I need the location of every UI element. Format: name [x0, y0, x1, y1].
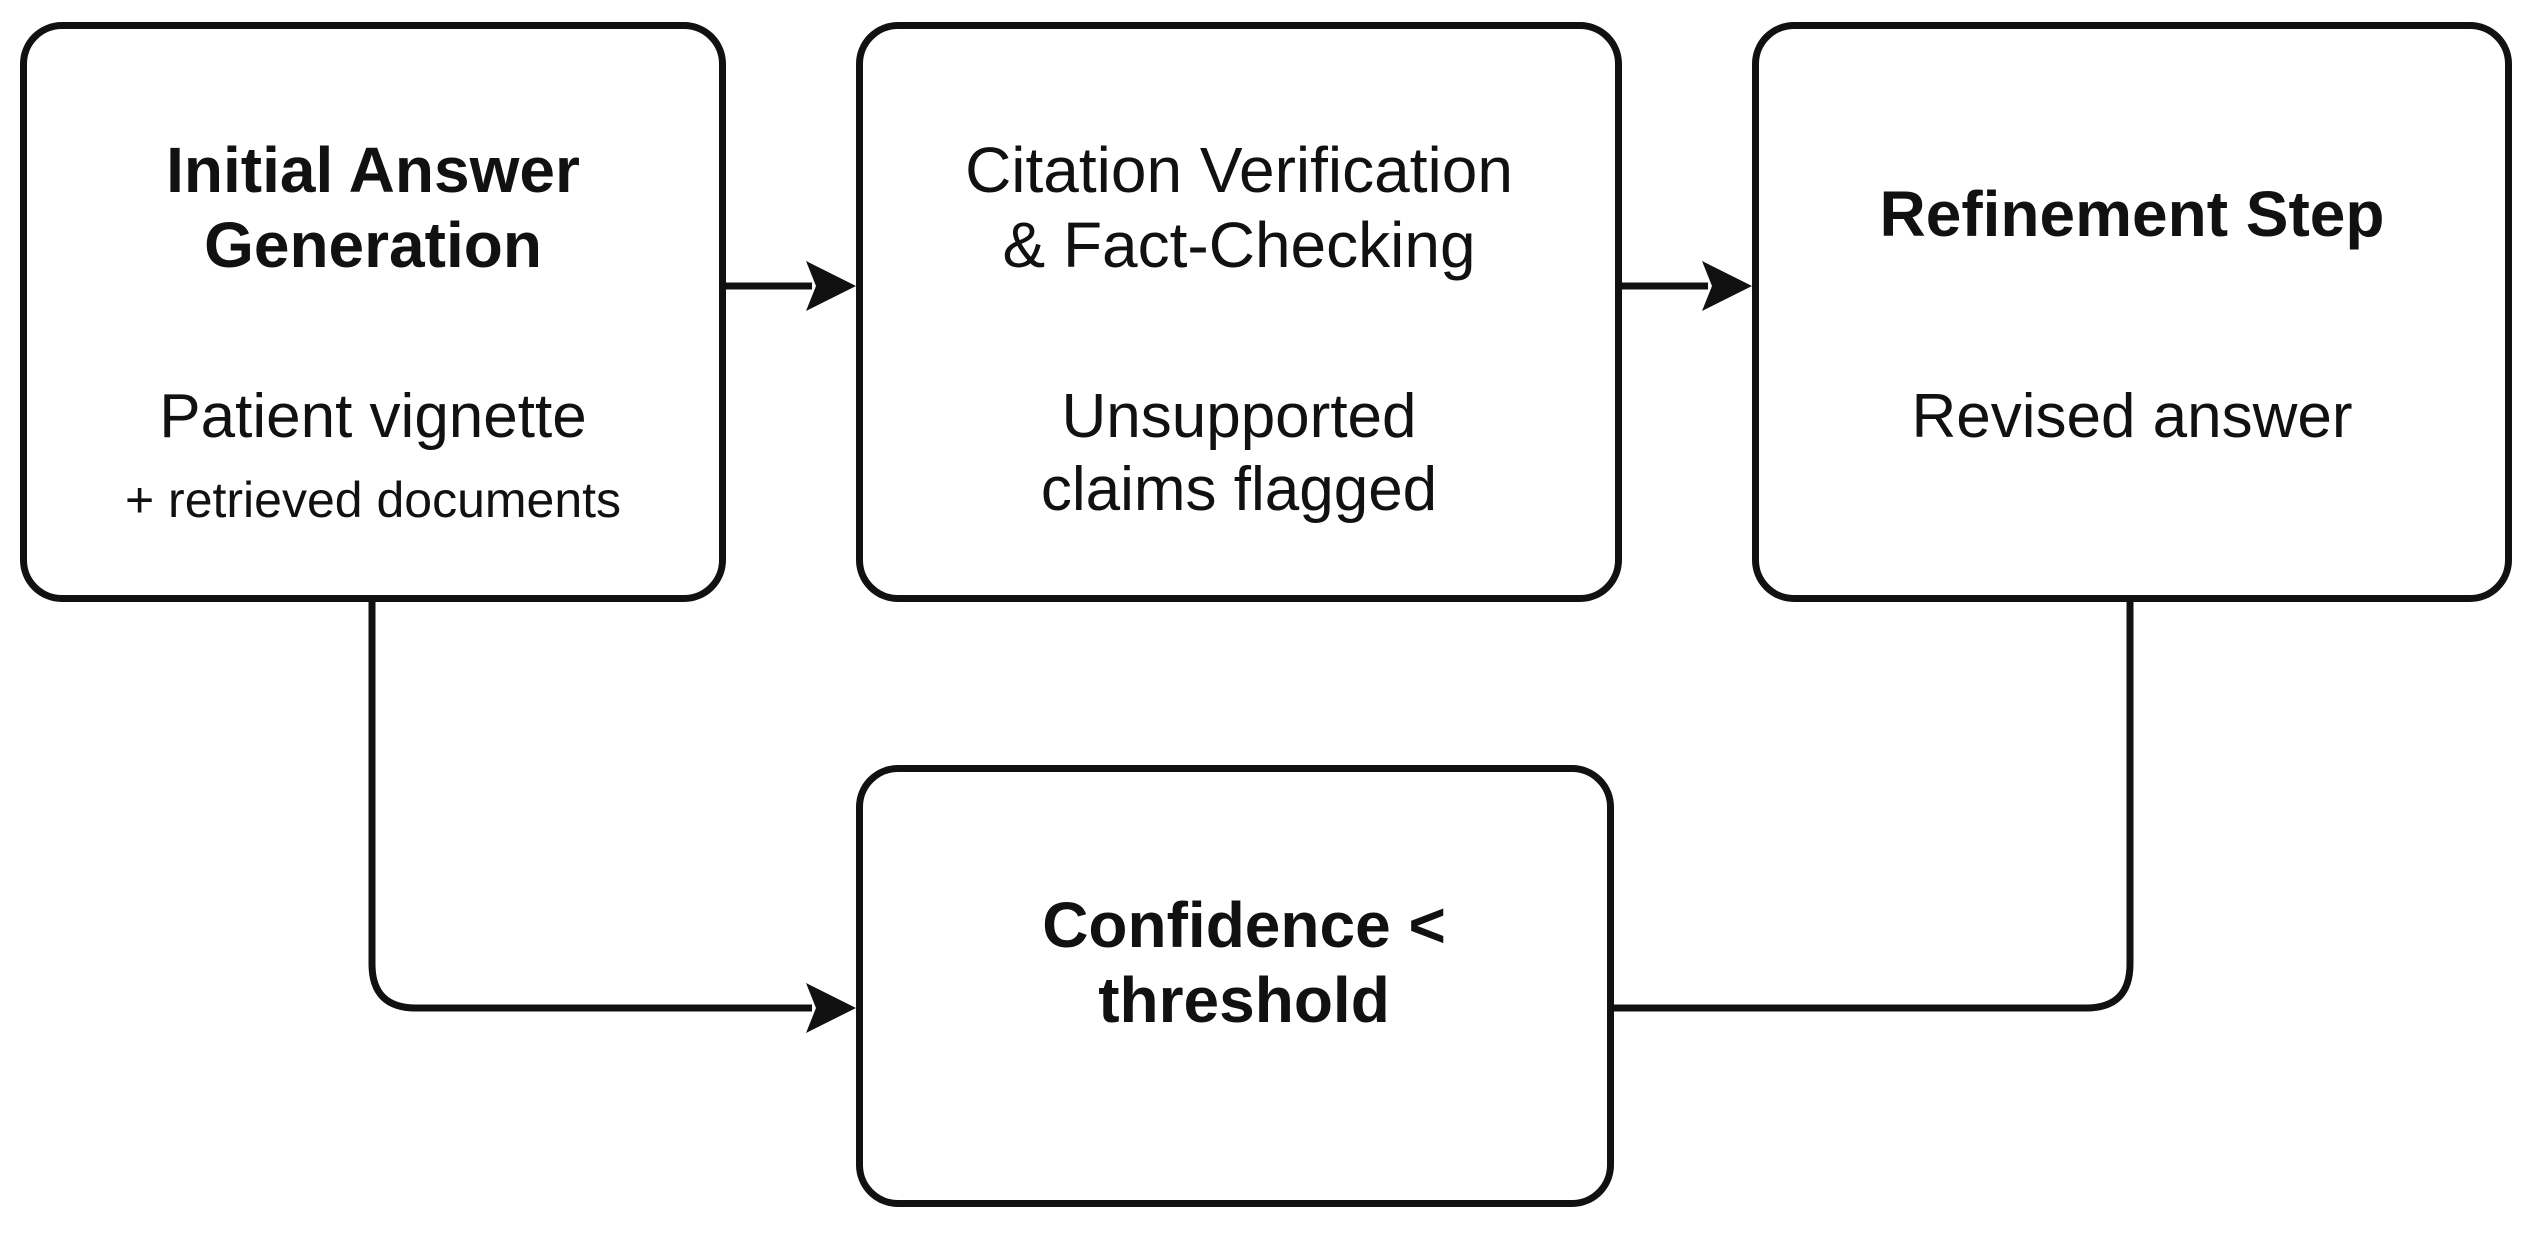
arrowhead-citation-to-refinement — [1702, 261, 1752, 311]
node-confidence-title: Confidence < threshold — [1042, 889, 1446, 1036]
node-citation-verification: Citation Verification & Fact-Checking Un… — [856, 22, 1622, 602]
line-refinement-to-confidence — [1614, 602, 2134, 1012]
node-confidence-threshold: Confidence < threshold — [856, 765, 1614, 1207]
node-refinement-step: Refinement Step Revised answer — [1752, 22, 2512, 602]
node-citation-subtitle: Unsupported claims flagged — [1040, 382, 1438, 524]
node-initial-detail: + retrieved documents — [124, 472, 622, 528]
node-initial-subtitle: Patient vignette — [159, 382, 587, 451]
node-initial-title: Initial Answer Generation — [166, 134, 580, 281]
node-citation-title: Citation Verification & Fact-Checking — [965, 134, 1513, 281]
arrowhead-initial-to-citation — [806, 261, 856, 311]
arrow-initial-to-confidence — [368, 602, 812, 1012]
node-refinement-subtitle: Revised answer — [1911, 382, 2353, 451]
node-initial-answer-generation: Initial Answer Generation Patient vignet… — [20, 22, 726, 602]
node-refinement-title: Refinement Step — [1879, 178, 2385, 250]
arrowhead-initial-to-confidence — [806, 983, 856, 1033]
